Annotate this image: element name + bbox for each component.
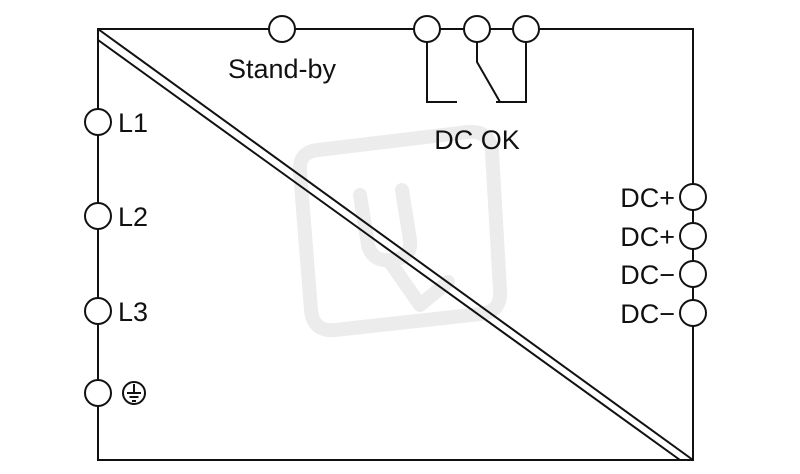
output-label: DC+ [620, 183, 675, 213]
terminal-circle [679, 183, 707, 211]
converter-diagonal [97, 28, 694, 461]
input-label: L2 [118, 202, 148, 232]
output-label: DC− [620, 260, 675, 290]
output-terminal-dc-minus-1: DC− [620, 260, 707, 290]
terminal-circle [84, 379, 112, 407]
output-terminal-dc-plus-2: DC+ [620, 222, 707, 252]
input-label: L1 [118, 108, 148, 138]
output-label: DC+ [620, 222, 675, 252]
dc-ok-terminal-2 [463, 15, 491, 43]
terminal-circle [679, 299, 707, 327]
input-terminal-l2: L2 [84, 202, 148, 232]
input-terminal-l1: L1 [84, 108, 148, 138]
dc-ok-terminal-1 [413, 15, 441, 43]
input-label: L3 [118, 297, 148, 327]
input-terminal-pe [84, 379, 146, 407]
watermark-logo [292, 124, 508, 338]
terminal-circle [679, 260, 707, 288]
protective-earth-icon [122, 381, 146, 405]
dc-ok-label: DC OK [434, 125, 520, 155]
dc-ok-terminal-3 [512, 15, 540, 43]
output-terminal-dc-plus-1: DC+ [620, 183, 707, 213]
dc-ok-relay [426, 42, 527, 103]
terminal-circle [84, 297, 112, 325]
standby-label: Stand-by [228, 54, 337, 84]
output-terminal-dc-minus-2: DC− [620, 299, 707, 329]
terminal-circle [84, 202, 112, 230]
standby-terminal [268, 15, 296, 43]
output-label: DC− [620, 299, 675, 329]
terminal-circle [84, 108, 112, 136]
input-terminal-l3: L3 [84, 297, 148, 327]
terminal-circle [679, 222, 707, 250]
